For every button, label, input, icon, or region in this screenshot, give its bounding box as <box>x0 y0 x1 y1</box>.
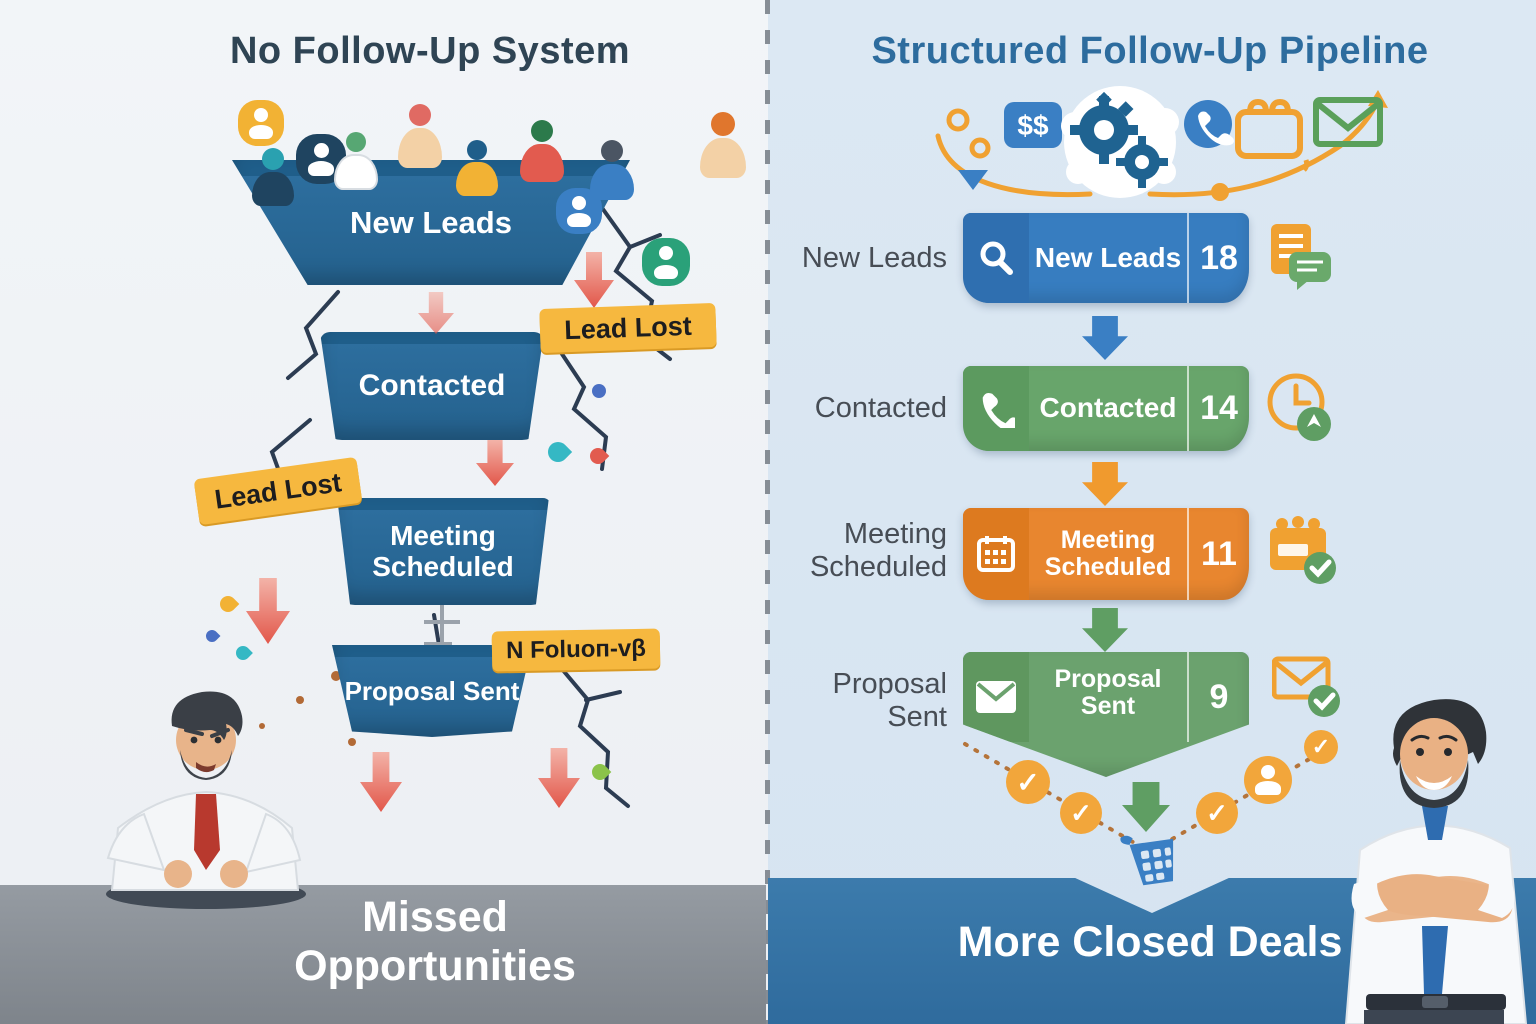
calendar-check-icon <box>1270 516 1336 584</box>
side-label-meeting-scheduled: Meeting Scheduled <box>809 518 947 584</box>
check-circle-icon: ✓ <box>1196 792 1238 834</box>
spark-icon <box>946 108 970 132</box>
banner-count: 9 <box>1187 652 1249 742</box>
pipeline-banner-proposal-sent: Proposal Sent 9 <box>963 652 1249 777</box>
lead-person-icon <box>252 148 294 206</box>
happy-salesman-illustration <box>1344 699 1528 1024</box>
lead-lost-tag: Lead Lost <box>539 302 717 354</box>
check-circle-icon: ✓ <box>1006 760 1050 804</box>
magnifier-icon <box>980 241 1013 275</box>
sad-salesman-illustration <box>106 691 306 909</box>
lead-person-icon <box>398 104 442 168</box>
banner-icon-cell <box>963 213 1029 303</box>
funnel-stage-label: Proposal Sent <box>344 675 520 706</box>
notes-chat-icon <box>1271 224 1331 290</box>
gears-icon <box>1061 86 1179 198</box>
lead-person-icon <box>642 238 690 286</box>
panel-divider <box>765 0 770 1024</box>
spark-icon <box>969 137 991 159</box>
banner-label: Contacted <box>1039 392 1177 424</box>
lead-person-icon <box>238 100 284 146</box>
side-label-proposal-sent: Proposal Sent <box>832 668 947 734</box>
funnel-stage-label: New Leads <box>350 204 512 240</box>
side-label-contacted: Contacted <box>814 392 947 424</box>
dollar-badge-label: $$ <box>1017 110 1049 141</box>
cart-icon <box>1120 835 1174 886</box>
banner-icon-cell <box>963 508 1029 600</box>
left-title: No Follow-Up System <box>229 30 631 72</box>
right-footer-text: More Closed Deals <box>957 918 1343 966</box>
lead-person-icon <box>590 140 634 200</box>
pipeline-banner-contacted: Contacted 14 <box>963 366 1249 451</box>
lead-person-icon <box>456 140 498 196</box>
flow-start-triangle-icon <box>958 170 988 190</box>
automation-flow-graphic: $$ <box>935 86 1388 201</box>
banner-label: Proposal Sent <box>1054 665 1162 720</box>
mail-outline-icon <box>1313 97 1383 147</box>
lead-person-icon <box>700 112 746 178</box>
banner-label: New Leads <box>1034 241 1182 273</box>
missed-opportunities-band <box>0 885 766 1024</box>
banner-count: 14 <box>1187 366 1249 451</box>
side-label-new-leads: New Leads <box>801 242 947 274</box>
funnel-stage-label: Contacted <box>358 369 506 402</box>
lead-person-icon <box>520 120 564 182</box>
tag-label: Lead Lost <box>563 310 693 345</box>
check-circle-icon: ✓ <box>1060 792 1102 834</box>
funnel-stage-meeting-scheduled: Meeting Scheduled <box>337 498 549 605</box>
funnel-stage-label: Meeting Scheduled <box>372 519 514 582</box>
phone-icon <box>982 392 1015 428</box>
banner-icon-cell <box>963 652 1029 742</box>
person-circle-icon <box>1244 756 1292 804</box>
droplet-icon <box>592 384 606 398</box>
dollar-badge-icon <box>1004 102 1062 148</box>
contact-phone-icon <box>1184 100 1234 148</box>
calendar-outline-icon <box>1235 98 1310 172</box>
funnel-stage-contacted: Contacted <box>320 332 544 440</box>
clock-icon <box>1267 373 1331 441</box>
pipeline-banner-new-leads: New Leads 18 <box>963 213 1249 303</box>
tag-label: N Foluoп-vβ <box>505 634 647 665</box>
envelope-check-icon <box>1272 656 1340 717</box>
check-circle-icon: ✓ <box>1304 730 1338 764</box>
envelope-icon <box>976 681 1016 713</box>
no-follow-up-tag: N Foluoп-vβ <box>491 628 661 672</box>
banner-label: Meeting Scheduled <box>1044 526 1172 581</box>
left-footer-text: Missed Opportunities <box>294 893 576 991</box>
lead-person-icon <box>334 132 378 190</box>
funnel-stage-new-leads: New Leads <box>232 160 630 285</box>
pipeline-banner-meeting-scheduled: Meeting Scheduled 11 <box>963 508 1249 600</box>
right-title: Structured Follow-Up Pipeline <box>871 30 1429 72</box>
calendar-icon <box>977 536 1015 572</box>
banner-icon-cell <box>963 366 1029 451</box>
banner-count: 18 <box>1187 213 1249 303</box>
lead-people-row <box>0 0 1536 286</box>
banner-count: 11 <box>1187 508 1249 600</box>
